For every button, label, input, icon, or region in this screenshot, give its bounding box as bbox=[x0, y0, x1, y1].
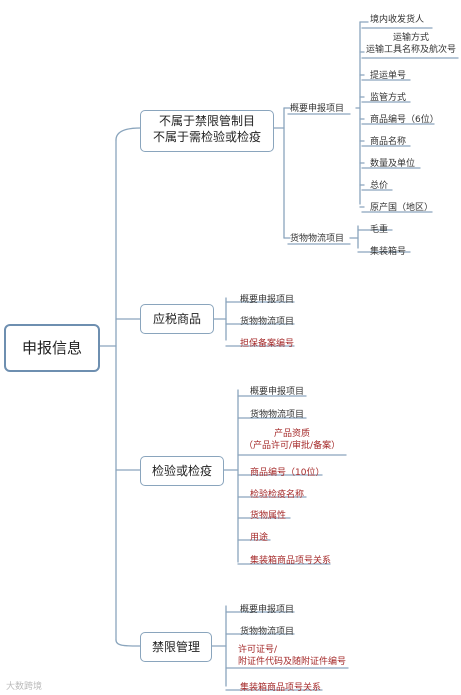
taxable-item-2: 货物物流项目 bbox=[240, 317, 295, 327]
branch-not-restricted: 不属于禁限管制目 不属于需检验或检疫 bbox=[140, 110, 274, 152]
branch-not-restricted-line2: 不属于需检验或检疫 bbox=[152, 130, 261, 144]
summary-item-8: 总价 bbox=[370, 181, 389, 191]
inspection-item-1: 概要申报项目 bbox=[250, 387, 305, 397]
inspection-item-6: 货物属性 bbox=[250, 511, 287, 521]
taxable-item-1: 概要申报项目 bbox=[240, 295, 295, 305]
summary-item-7: 数量及单位 bbox=[370, 159, 416, 169]
summary-item-2: 运输方式 运输工具名称及航次号 bbox=[366, 33, 457, 55]
inspection-item-4: 商品编号（10位） bbox=[250, 468, 325, 478]
logistics-item-1: 毛重 bbox=[370, 225, 389, 235]
summary-item-4: 监管方式 bbox=[370, 93, 407, 103]
branch-inspection: 检验或检疫 bbox=[140, 456, 224, 486]
summary-item-9: 原产国（地区） bbox=[370, 203, 434, 213]
restricted-item-2: 货物物流项目 bbox=[240, 627, 295, 637]
restricted-item-1: 概要申报项目 bbox=[240, 605, 295, 615]
inspection-item-3: 产品资质 （产品许可/审批/备案） bbox=[244, 429, 341, 451]
inspection-item-7: 用途 bbox=[250, 533, 269, 543]
sub-logistics-items: 货物物流项目 bbox=[290, 234, 345, 244]
inspection-item-5: 检验检疫名称 bbox=[250, 490, 305, 500]
inspection-item-2: 货物物流项目 bbox=[250, 410, 305, 420]
sub-summary-items: 概要申报项目 bbox=[290, 104, 345, 114]
summary-item-5: 商品编号（6位） bbox=[370, 115, 439, 125]
summary-item-6: 商品名称 bbox=[370, 137, 407, 147]
branch-not-restricted-line1: 不属于禁限管制目 bbox=[158, 114, 255, 128]
branch-restricted: 禁限管理 bbox=[140, 632, 212, 662]
summary-item-1: 境内收发货人 bbox=[370, 15, 425, 25]
watermark-logo: 大数跨境 bbox=[6, 682, 43, 692]
logistics-item-2: 集装箱号 bbox=[370, 247, 407, 257]
branch-taxable-goods: 应税商品 bbox=[140, 304, 214, 334]
taxable-item-3: 担保备案编号 bbox=[240, 339, 295, 349]
root-node: 申报信息 bbox=[4, 324, 100, 372]
summary-item-3: 提运单号 bbox=[370, 71, 407, 81]
inspection-item-8: 集装箱商品项号关系 bbox=[250, 556, 332, 566]
restricted-item-3: 许可证号/ 附证件代码及随附证件编号 bbox=[238, 645, 347, 667]
restricted-item-4: 集装箱商品项号关系 bbox=[240, 683, 322, 693]
